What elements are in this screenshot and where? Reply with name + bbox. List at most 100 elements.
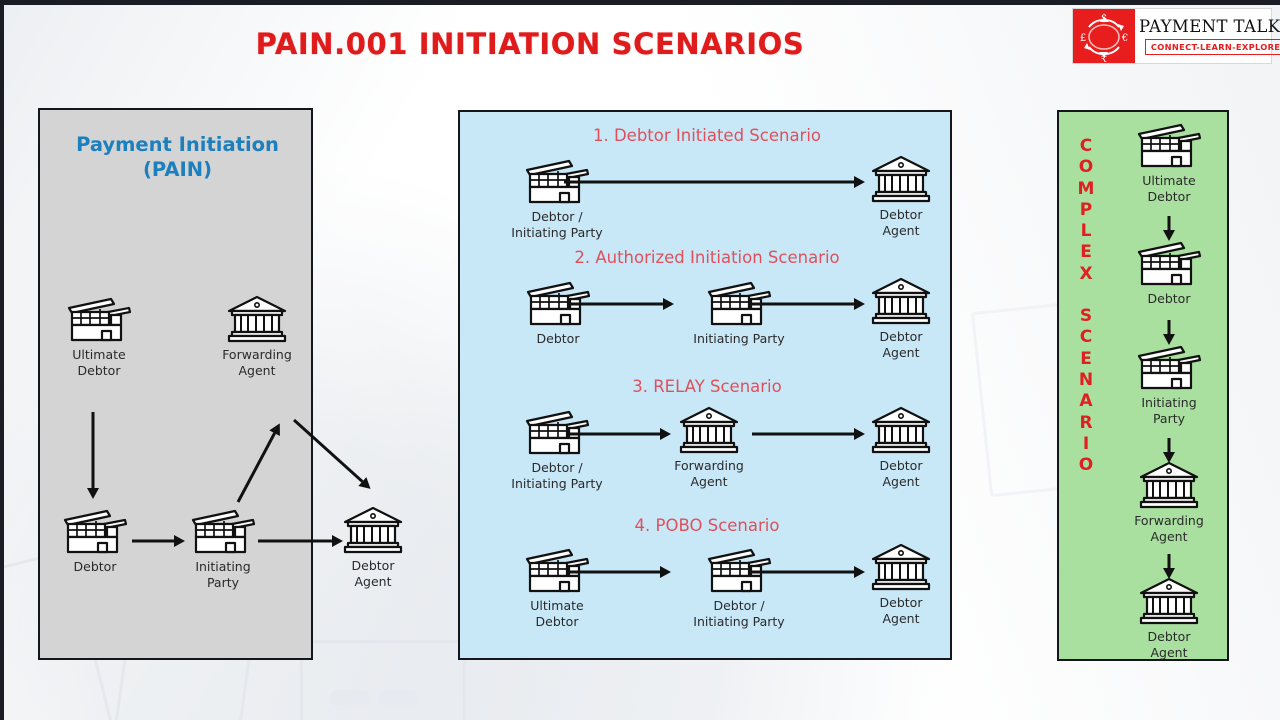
scenario-node-label: Initiating Party <box>693 331 785 346</box>
vertical-letter: S <box>1079 306 1093 327</box>
scenario-4-title: 4. POBO Scenario <box>634 516 780 535</box>
complex-node-label: Debtor <box>1147 291 1191 306</box>
vertical-letter: L <box>1080 221 1092 242</box>
vertical-letter: R <box>1079 412 1093 433</box>
scenario-1-title: 1. Debtor Initiated Scenario <box>592 126 822 145</box>
bank-icon <box>871 406 931 454</box>
building-icon <box>525 548 590 593</box>
bank-icon <box>871 277 931 325</box>
scenario-node-label: Debtor <box>536 331 580 346</box>
bank-icon <box>871 543 931 591</box>
building-icon <box>63 509 128 554</box>
vertical-letter: C <box>1079 136 1093 156</box>
scenario-node-label: Debtor /Initiating Party <box>511 460 603 491</box>
building-icon <box>67 297 132 342</box>
bank-icon <box>227 295 287 343</box>
building-icon <box>1137 345 1202 390</box>
vertical-letter: X <box>1079 263 1093 284</box>
left-border <box>0 0 4 720</box>
scenario-3-title: 3. RELAY Scenario <box>632 377 782 396</box>
logo-tagline: CONNECT-LEARN-EXPLORE <box>1144 39 1280 55</box>
svg-text:£: £ <box>1080 33 1086 44</box>
building-icon <box>1137 123 1202 168</box>
watermark-shape <box>300 640 466 720</box>
vertical-letter: O <box>1078 455 1094 476</box>
bank-icon <box>343 506 403 554</box>
pain-node-label: Debtor <box>73 559 117 574</box>
logo-name: PAYMENT TALKS <box>1139 17 1280 36</box>
pain-node-debtor: Debtor <box>58 508 132 575</box>
scenario-3-node-debtor-initiating: Debtor /Initiating Party <box>493 409 621 491</box>
brand-logo: $ € ₹ £ PAYMENT TALKS CONNECT-LEARN-EXPL… <box>1072 8 1280 65</box>
vertical-letter: E <box>1080 242 1092 263</box>
scenario-2-title: 2. Authorized Initiation Scenario <box>574 248 840 267</box>
svg-text:€: € <box>1121 33 1128 44</box>
scenario-1-node-debtor-initiating: Debtor /Initiating Party <box>493 158 621 240</box>
page-title: PAIN.001 INITIATION SCENARIOS <box>255 27 805 61</box>
pain-title-line1: Payment Initiation <box>76 133 279 156</box>
vertical-letter: E <box>1080 348 1092 369</box>
vertical-letter: I <box>1082 433 1090 454</box>
pain-title-line2: (PAIN) <box>143 158 212 181</box>
complex-scenario-vertical-label: C O M P L E X S C E N A R I O <box>1069 136 1103 476</box>
svg-text:$: $ <box>1101 13 1107 24</box>
vertical-letter: M <box>1077 178 1095 199</box>
scenario-4-node-debtor-initiating: Debtor /Initiating Party <box>675 547 803 629</box>
building-icon <box>525 410 590 455</box>
bank-icon <box>1139 577 1199 625</box>
scenario-node-label: Debtor /Initiating Party <box>693 598 785 629</box>
scenario-2-node-initiating-party: Initiating Party <box>675 280 803 347</box>
vertical-letter: N <box>1078 369 1094 390</box>
vertical-letter: A <box>1079 391 1093 412</box>
complex-scenario-panel: C O M P L E X S C E N A R I O <box>1057 110 1229 661</box>
building-icon <box>707 548 772 593</box>
bank-icon <box>1139 461 1199 509</box>
payment-initiation-panel: Payment Initiation (PAIN) <box>38 108 313 660</box>
scenario-2-node-debtor: Debtor <box>493 280 623 347</box>
building-icon <box>1137 241 1202 286</box>
vertical-letter: O <box>1078 157 1094 178</box>
building-icon <box>191 509 256 554</box>
watermark-shape <box>330 690 370 706</box>
pain-panel-title: Payment Initiation (PAIN) <box>40 132 315 182</box>
top-border <box>0 0 1280 5</box>
scenario-node-label: Debtor /Initiating Party <box>511 209 603 240</box>
logo-text-block: PAYMENT TALKS CONNECT-LEARN-EXPLORE <box>1135 9 1280 63</box>
vertical-letter: P <box>1079 199 1093 220</box>
currency-cycle-icon: $ € ₹ £ <box>1073 9 1135 65</box>
watermark-shape <box>378 690 418 706</box>
complex-node-debtor: Debtor <box>1129 240 1209 307</box>
scenarios-panel: 1. Debtor Initiated Scenario Debtor /Ini… <box>458 110 952 660</box>
vertical-letter: C <box>1079 327 1093 348</box>
svg-text:₹: ₹ <box>1101 54 1107 65</box>
